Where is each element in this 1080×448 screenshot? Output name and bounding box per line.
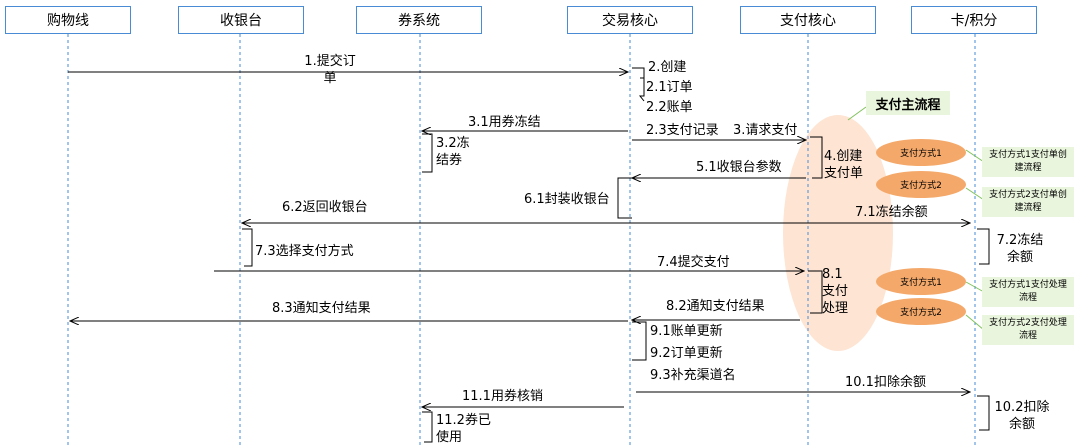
label-3-1: 3.1用券冻结 [468, 115, 541, 130]
section-title: 支付主流程 [866, 91, 950, 115]
note-process-method-2: 支付方式2支付处理流程 [989, 318, 1067, 341]
label-3-2: 3.2冻结券 [436, 136, 470, 168]
label-8-3: 8.3通知支付结果 [272, 301, 371, 316]
label-1: 1.提交订单 [304, 54, 356, 86]
brackets [242, 67, 990, 443]
connector-create2 [965, 187, 985, 201]
connector-create1 [965, 149, 985, 163]
bracket-10-2 [977, 395, 990, 431]
pill-process-method-2: 支付方式2 [876, 298, 966, 325]
connector-process1 [965, 281, 985, 293]
bracket-4 [810, 136, 823, 179]
label-7-3: 7.3选择支付方式 [255, 244, 354, 259]
label-7-1: 7.1冻结余额 [855, 205, 928, 220]
bracket-7-3 [242, 228, 253, 267]
label-7-4: 7.4提交支付 [657, 255, 730, 270]
connector-title [847, 106, 867, 121]
participant-payment-core: 支付核心 [740, 6, 876, 34]
payment-main-flow-highlight [783, 115, 893, 351]
note-box-3 [982, 277, 1074, 307]
participant-shopping: 购物线 [5, 6, 131, 34]
participant-coupon: 券系统 [356, 6, 482, 34]
label-6-1: 6.1封装收银台 [524, 192, 610, 207]
bracket-7-2 [977, 228, 990, 265]
bracket-11-2 [422, 411, 433, 443]
note-create-method-1: 支付方式1支付单创建流程 [989, 150, 1067, 173]
bracket-9 [632, 321, 647, 361]
note-box-4 [982, 315, 1074, 345]
lifelines [67, 34, 976, 448]
pill-process-method-1: 支付方式1 [876, 268, 966, 295]
label-9-3: 9.3补充渠道名 [650, 368, 736, 383]
label-10-2: 10.2扣除余额 [994, 400, 1050, 432]
note-create-method-2: 支付方式2支付单创建流程 [989, 190, 1067, 213]
label-2: 2.创建 [648, 60, 687, 75]
label-11-2: 11.2券已使用 [436, 413, 491, 445]
participant-card-points: 卡/积分 [911, 6, 1037, 34]
label-8-2: 8.2通知支付结果 [666, 299, 765, 314]
label-4: 4.创建支付单 [824, 149, 864, 181]
label-5-1: 5.1收银台参数 [696, 160, 782, 175]
bracket-2 [632, 67, 645, 102]
label-11-1: 11.1用券核销 [462, 389, 543, 404]
arrows [68, 72, 970, 407]
participant-trade-core: 交易核心 [567, 6, 693, 34]
connector-process2 [965, 314, 985, 331]
note-process-method-1: 支付方式1支付处理流程 [989, 280, 1067, 303]
pill-create-method-1: 支付方式1 [876, 139, 966, 166]
label-2-1: 2.1订单 [646, 80, 693, 95]
label-7-2: 7.2冻结余额 [996, 233, 1044, 265]
bracket-6-1 [617, 177, 632, 219]
label-3: 3.请求支付 [733, 123, 798, 138]
label-2-3: 2.3支付记录 [646, 123, 719, 138]
label-8-1: 8.1支付处理 [822, 267, 849, 316]
participant-cashier: 收银台 [178, 6, 304, 34]
label-9-1: 9.1账单更新 [650, 324, 723, 339]
label-10-1: 10.1扣除余额 [845, 375, 926, 390]
label-2-2: 2.2账单 [646, 100, 693, 115]
note-box-1 [982, 147, 1074, 177]
bracket-8-1 [808, 270, 823, 314]
note-connectors [847, 106, 985, 331]
note-box-2 [982, 187, 1074, 217]
pill-create-method-2: 支付方式2 [876, 171, 966, 198]
label-6-2: 6.2返回收银台 [282, 200, 368, 215]
bracket-3-2 [422, 133, 433, 173]
label-9-2: 9.2订单更新 [650, 346, 723, 361]
